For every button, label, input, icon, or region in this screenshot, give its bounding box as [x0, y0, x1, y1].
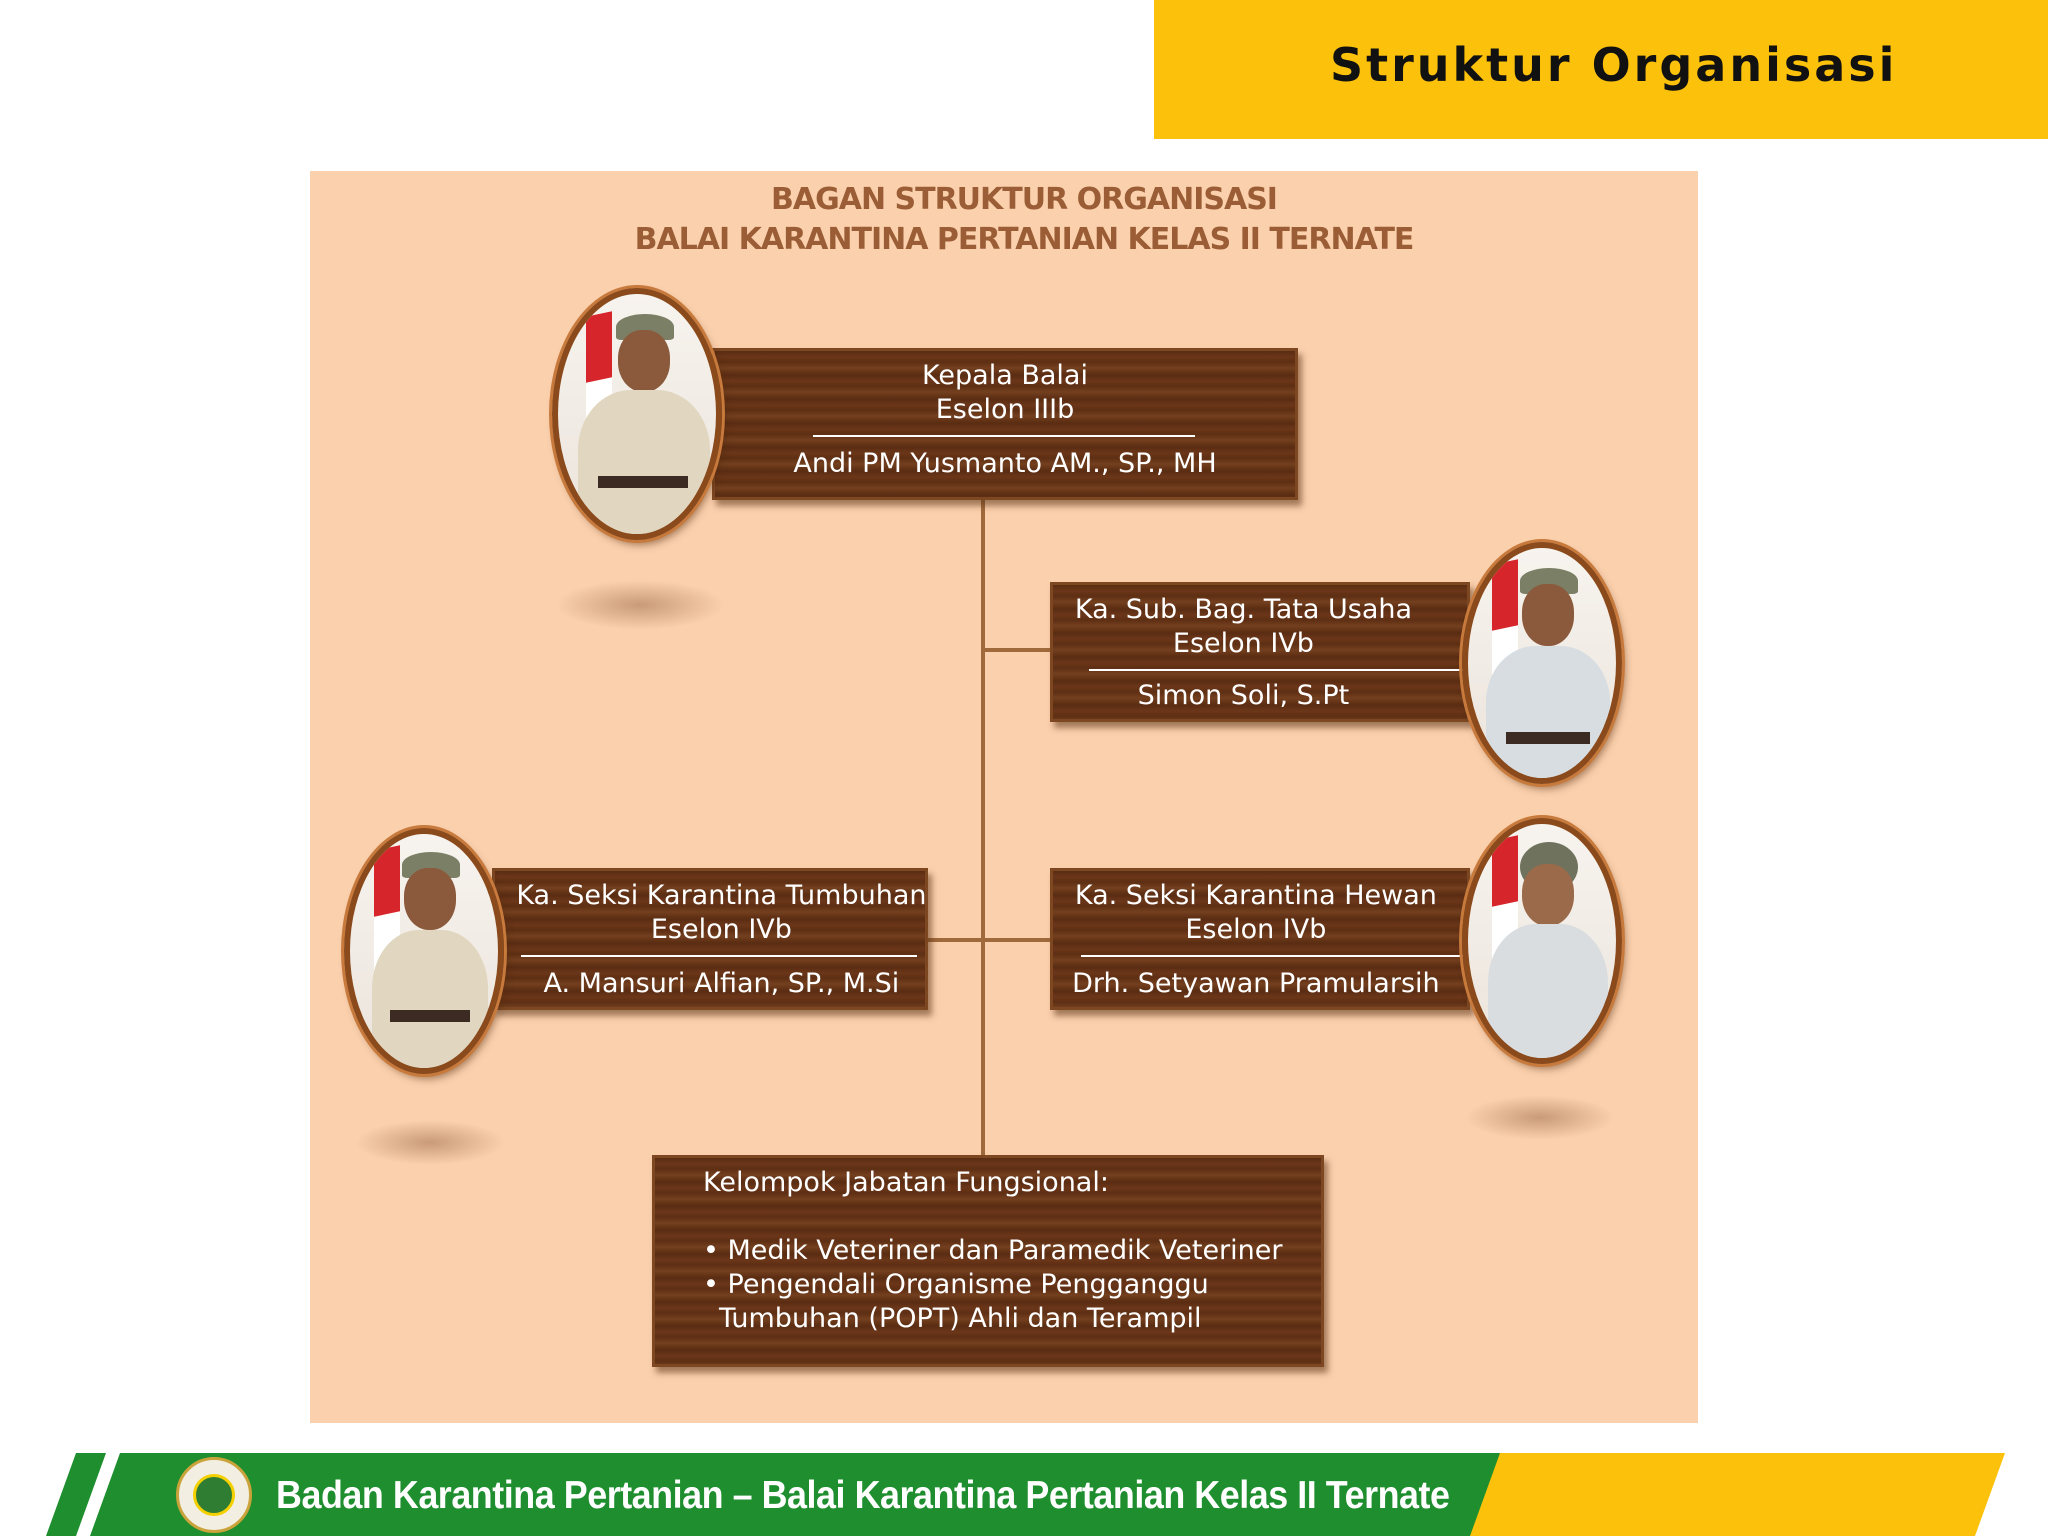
kepala-balai-eselon: Eselon IIIb: [935, 394, 1075, 425]
footer-accent: [1470, 1453, 2005, 1536]
chart-heading-line1: BAGAN STRUKTUR ORGANISASI: [771, 182, 1278, 217]
footer-text: Badan Karantina Pertanian – Balai Karant…: [276, 1474, 1450, 1517]
kepala-balai-portrait: [552, 288, 722, 540]
karantina-tumbuhan-eselon: Eselon IVb: [650, 914, 792, 945]
karantina-tumbuhan-name: A. Mansuri Alfian, SP., M.Si: [543, 968, 900, 999]
fungsional-item-popt-cont: Tumbuhan (POPT) Ahli dan Terampil: [719, 1303, 1202, 1334]
tata-usaha-box: Ka. Sub. Bag. Tata Usaha Eselon IVb Simo…: [1050, 582, 1470, 722]
fungsional-title: Kelompok Jabatan Fungsional:: [703, 1167, 1109, 1198]
page-title: Struktur Organisasi: [1330, 38, 1898, 92]
main-vertical-connector: [981, 498, 985, 1158]
karantina-hewan-name: Drh. Setyawan Pramularsih: [1072, 968, 1440, 999]
karantina-hewan-eselon: Eselon IVb: [1185, 914, 1327, 945]
karantina-tumbuhan-portrait: [344, 828, 504, 1074]
fungsional-item-veteriner: • Medik Veteriner dan Paramedik Veterine…: [703, 1235, 1283, 1266]
karantina-hewan-portrait: [1462, 818, 1622, 1064]
tata-usaha-portrait: [1462, 542, 1622, 784]
tata-usaha-connector: [983, 648, 1053, 652]
chart-heading-line2: BALAI KARANTINA PERTANIAN KELAS II TERNA…: [634, 222, 1415, 257]
jabatan-fungsional-box: Kelompok Jabatan Fungsional: • Medik Vet…: [652, 1155, 1324, 1367]
portrait-shadow: [555, 580, 725, 630]
box-divider: [1081, 955, 1463, 957]
barantan-logo-icon: [176, 1457, 252, 1533]
karantina-hewan-title: Ka. Seksi Karantina Hewan: [1074, 880, 1437, 911]
box-divider: [813, 435, 1195, 437]
footer-bar: [90, 1453, 1510, 1536]
tata-usaha-eselon: Eselon IVb: [1172, 628, 1314, 659]
karantina-hewan-box: Ka. Seksi Karantina Hewan Eselon IVb Drh…: [1050, 868, 1470, 1010]
portrait-shadow: [1465, 1095, 1615, 1140]
tata-usaha-name: Simon Soli, S.Pt: [1137, 680, 1350, 711]
box-divider: [1089, 669, 1463, 671]
tata-usaha-title: Ka. Sub. Bag. Tata Usaha: [1074, 594, 1413, 625]
box-divider: [521, 955, 917, 957]
fungsional-item-popt: • Pengendali Organisme Pengganggu: [703, 1269, 1209, 1300]
karantina-tumbuhan-box: Ka. Seksi Karantina Tumbuhan Eselon IVb …: [492, 868, 928, 1010]
title-banner: [1154, 0, 2048, 139]
kepala-balai-name: Andi PM Yusmanto AM., SP., MH: [793, 448, 1217, 479]
kepala-balai-box: Kepala Balai Eselon IIIb Andi PM Yusmant…: [712, 348, 1298, 500]
kepala-balai-title: Kepala Balai: [922, 360, 1088, 391]
seksi-connector: [925, 938, 1053, 942]
portrait-shadow: [355, 1120, 505, 1165]
karantina-tumbuhan-title: Ka. Seksi Karantina Tumbuhan: [516, 880, 927, 911]
